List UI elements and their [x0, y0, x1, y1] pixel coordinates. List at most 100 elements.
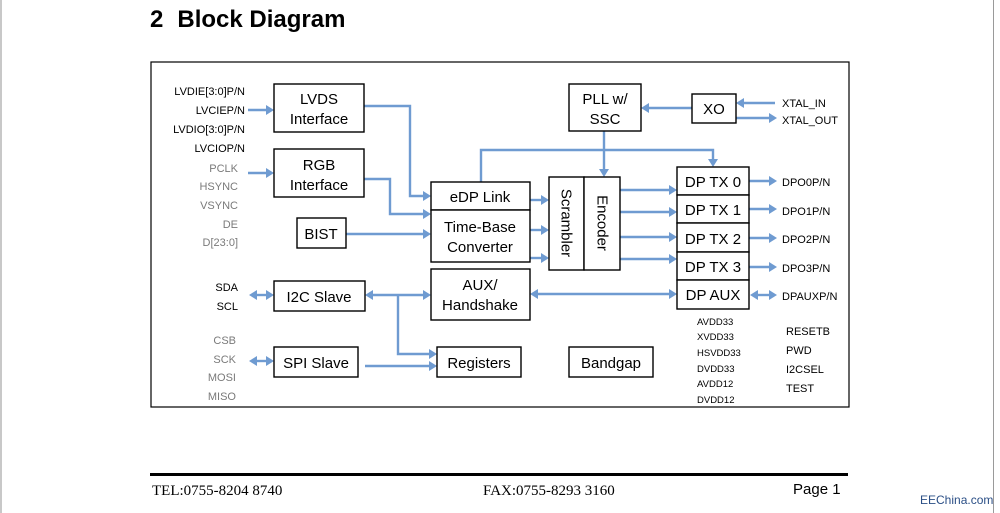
arrowhead-dpo3 [769, 262, 777, 272]
pin-mosi: MOSI [208, 372, 236, 384]
footer-tel: TEL:0755-8204 8740 [152, 483, 283, 499]
pin-lvciep: LVCIEP/N [196, 105, 245, 117]
page-edge-left [0, 0, 2, 513]
arrowhead-i2c-r [266, 290, 274, 300]
encoder-block: Encoder [583, 176, 621, 271]
pin-hsvdd33: HSVDD33 [697, 348, 741, 359]
pin-scl: SCL [217, 301, 238, 313]
page-edge-right [993, 0, 994, 513]
arrowhead-lvds-in [266, 105, 274, 115]
pin-avdd33: AVDD33 [697, 317, 733, 328]
arrowhead-dpaux-out [769, 290, 777, 300]
pin-test: TEST [786, 383, 814, 395]
arrowhead-dpaux [669, 289, 677, 299]
pin-hsync: HSYNC [199, 181, 238, 193]
pin-lvdio: LVDIO[3:0]P/N [173, 124, 245, 136]
spi-slave-block: SPI Slave [273, 346, 359, 378]
dp-tx3-label: DP TX 3 [685, 259, 741, 276]
pin-xtal-out: XTAL_OUT [782, 115, 838, 127]
arrowhead-tx2 [669, 232, 677, 242]
xo-block: XO [691, 93, 737, 124]
arrowhead-edp [423, 191, 431, 201]
arrowhead-timebase-rgb [423, 209, 431, 219]
registers-label: Registers [447, 355, 510, 372]
pin-dvdd12: DVDD12 [697, 395, 735, 406]
dp-tx0-label: DP TX 0 [685, 174, 741, 191]
arrowhead-dpo0 [769, 176, 777, 186]
bandgap-label: Bandgap [581, 355, 641, 372]
wire-lvds-to-edp [364, 104, 424, 198]
dp-output-pins: DPO0P/N DPO1P/N DPO2P/N DPO3P/N DPAUXP/N [782, 177, 837, 303]
dp-tx3-box [676, 251, 750, 281]
lvds-line-1: LVDS [300, 91, 338, 108]
arrowhead-timebase-bist [423, 229, 431, 239]
arrowhead-i2c-l [249, 290, 257, 300]
i2c-slave-block: I2C Slave [273, 280, 366, 312]
edp-label: eDP Link [450, 189, 511, 206]
pin-dpo0: DPO0P/N [782, 177, 830, 189]
bist-label: BIST [304, 226, 337, 243]
edp-link-block: eDP Link [430, 181, 531, 211]
registers-block: Registers [436, 346, 522, 378]
i2c-label: I2C Slave [286, 289, 351, 306]
bandgap-block: Bandgap [568, 346, 654, 378]
arrowhead-spi-r [266, 356, 274, 366]
spi-label: SPI Slave [283, 355, 349, 372]
timebase-converter-block: Time-Base Converter [430, 209, 531, 263]
arrowhead-aux-back [530, 289, 538, 299]
aux-line-2: Handshake [442, 297, 518, 314]
footer-fax: FAX:0755-8293 3160 [483, 483, 615, 499]
arrowhead-scr-3 [541, 253, 549, 263]
arrowhead-rgb-in [266, 168, 274, 178]
diagram-frame [150, 61, 850, 408]
power-pins: AVDD33 XVDD33 HSVDD33 DVDD33 AVDD12 DVDD… [697, 317, 741, 406]
aux-handshake-block: AUX/ Handshake [430, 268, 531, 321]
pin-de: DE [223, 219, 238, 231]
section-number: 2 [150, 6, 164, 33]
pin-sck: SCK [213, 354, 236, 366]
dp-tx-stack: DP TX 0 DP TX 1 DP TX 2 DP TX 3 DP AUX [676, 166, 750, 310]
arrowhead-xtal-in [736, 98, 744, 108]
signal-wires [248, 98, 777, 371]
arrowhead-spi-l [249, 356, 257, 366]
arrowhead-aux [423, 290, 431, 300]
footer-page-number: Page 1 [793, 481, 841, 498]
arrowhead-tx-clock [708, 159, 718, 167]
arrowhead-dpo2 [769, 233, 777, 243]
pin-vsync: VSYNC [200, 200, 238, 212]
pin-pclk: PCLK [209, 163, 238, 175]
arrowhead-reg-2 [429, 361, 437, 371]
rgb-pins: PCLK HSYNC VSYNC DE D[23:0] [199, 163, 238, 249]
pin-sda: SDA [215, 282, 238, 294]
i2c-pins: SDA SCL [215, 282, 238, 313]
dp-tx1-box [676, 194, 750, 224]
arrowhead-enc [599, 169, 609, 177]
pin-dpo2: DPO2P/N [782, 234, 830, 246]
lvds-line-2: Interface [290, 111, 348, 128]
scrambler-label: Scrambler [558, 189, 575, 257]
arrowhead-reg-1 [429, 349, 437, 359]
control-pins: RESETB PWD I2CSEL TEST [786, 326, 830, 395]
pin-dpo1: DPO1P/N [782, 206, 830, 218]
dp-aux-label: DP AUX [686, 287, 741, 304]
lvds-pins: LVDIE[3:0]P/N LVCIEP/N LVDIO[3:0]P/N LVC… [173, 86, 245, 155]
timebase-line-1: Time-Base [444, 219, 516, 236]
dp-aux-box [676, 279, 750, 310]
arrowhead-pll [641, 103, 649, 113]
dp-tx2-label: DP TX 2 [685, 231, 741, 248]
aux-line-1: AUX/ [462, 277, 498, 294]
rgb-line-1: RGB [303, 157, 336, 174]
timebase-line-2: Converter [447, 239, 513, 256]
pin-xvdd33: XVDD33 [697, 332, 734, 343]
arrowhead-scr-1 [541, 195, 549, 205]
encoder-label: Encoder [594, 195, 611, 251]
arrowhead-tx1 [669, 207, 677, 217]
pin-csb: CSB [213, 335, 236, 347]
pin-dvdd33: DVDD33 [697, 364, 735, 375]
pin-dpo3: DPO3P/N [782, 263, 830, 275]
scrambler-block: Scrambler [548, 176, 585, 271]
wire-clock-bar [479, 148, 715, 182]
arrowhead-i2c-back [365, 290, 373, 300]
